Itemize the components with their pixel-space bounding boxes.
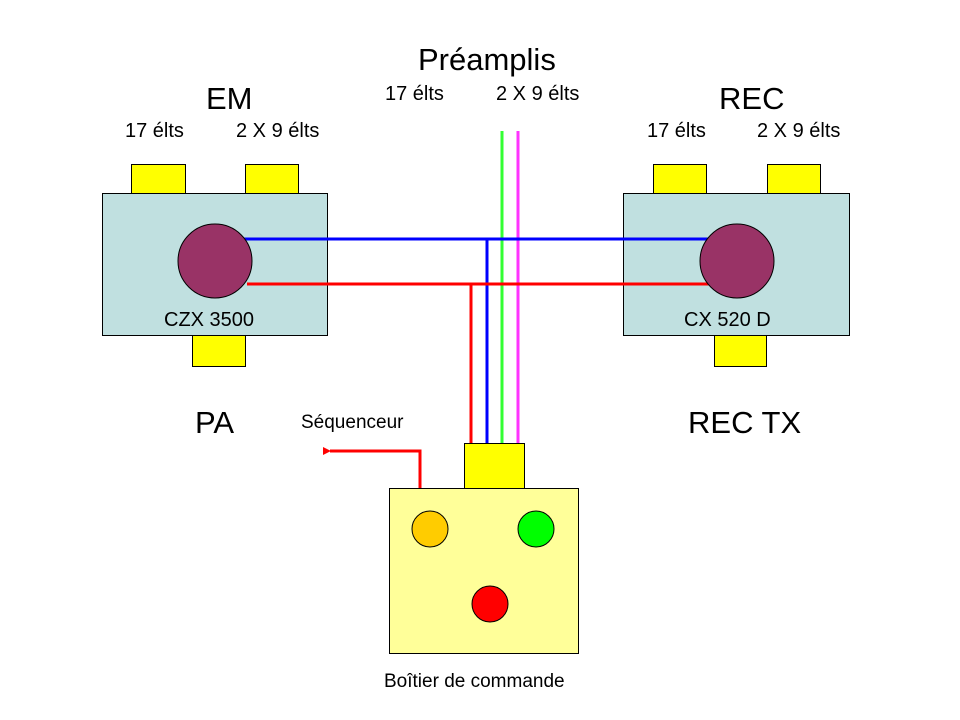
orange-indicator — [411, 510, 449, 548]
sequenceur-wire — [323, 447, 422, 488]
rec-sub-right: 2 X 9 élts — [757, 120, 841, 142]
pa-label: PA — [195, 405, 235, 440]
sequenceur-label: Séquenceur — [301, 412, 404, 433]
em-device-label: CZX 3500 — [164, 309, 255, 331]
rec-tx-label: REC TX — [688, 405, 802, 440]
rec-connector-top-left — [653, 164, 707, 194]
em-connector-top-right — [245, 164, 299, 194]
em-sub-right: 2 X 9 élts — [236, 120, 320, 142]
preamplis-sub-right: 2 X 9 élts — [496, 83, 580, 105]
rec-title: REC — [719, 81, 785, 116]
preamplis-title: Préamplis — [418, 42, 556, 77]
em-knob — [177, 223, 253, 299]
red-indicator — [471, 585, 509, 623]
rec-sub-left: 17 élts — [647, 120, 706, 142]
green-indicator — [517, 510, 555, 548]
rec-device-label: CX 520 D — [684, 309, 771, 331]
em-title: EM — [206, 81, 253, 116]
rec-knob — [699, 223, 775, 299]
em-sub-left: 17 élts — [125, 120, 184, 142]
em-connector-bottom — [192, 335, 246, 367]
preamplis-sub-left: 17 élts — [385, 83, 444, 105]
control-box-label: Boîtier de commande — [384, 671, 565, 692]
rec-connector-bottom — [714, 335, 767, 367]
